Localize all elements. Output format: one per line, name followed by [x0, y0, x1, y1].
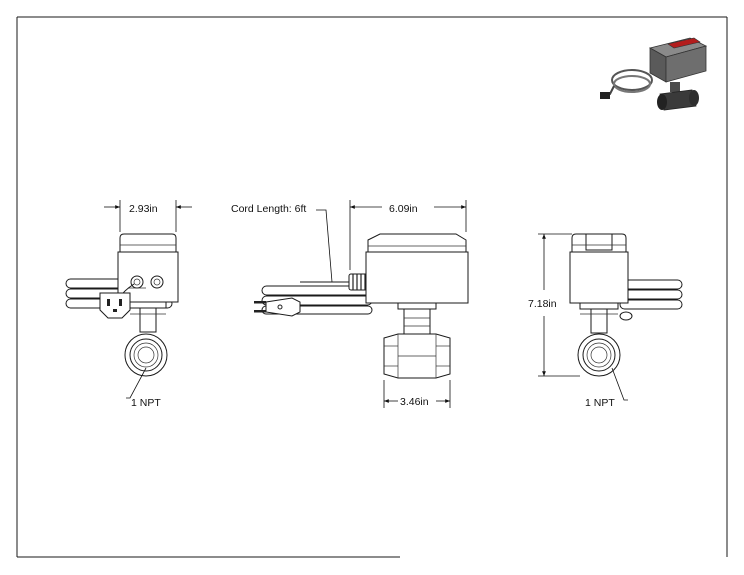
rear-view — [538, 233, 683, 401]
drawing-frame — [16, 16, 728, 558]
height-dimension: 7.18in — [528, 298, 557, 310]
left-port-label: 1 NPT — [131, 397, 161, 409]
front-width-dimension: 2.93in — [129, 203, 158, 215]
isometric-preview-image — [600, 37, 708, 111]
front-view — [65, 200, 192, 399]
cord-length-label: Cord Length: 6ft — [231, 203, 306, 215]
side-width-dimension: 6.09in — [389, 203, 418, 215]
right-port-label: 1 NPT — [585, 397, 615, 409]
side-view — [254, 200, 469, 408]
body-length-dimension: 3.46in — [400, 396, 429, 408]
